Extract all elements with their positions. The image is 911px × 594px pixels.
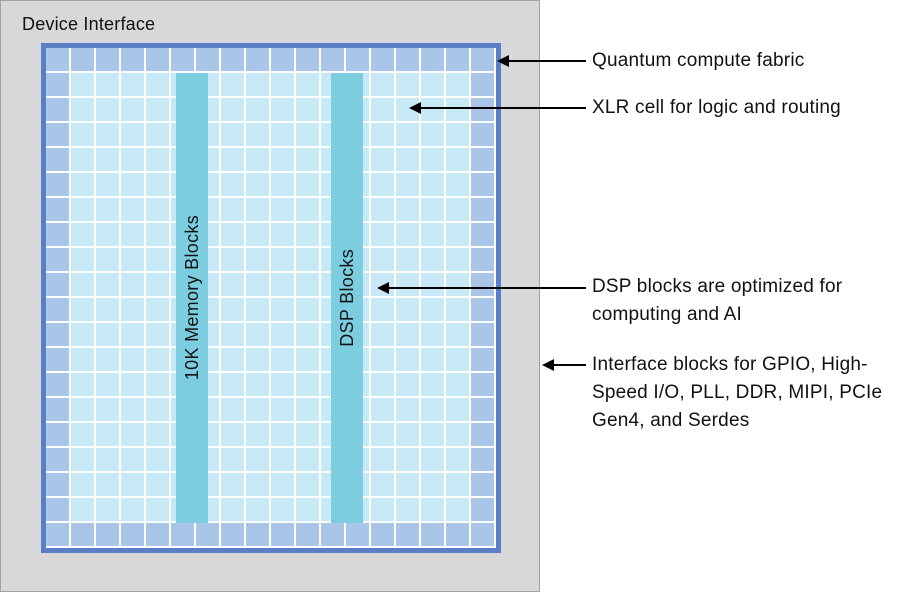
memory-blocks-column: 10K Memory Blocks — [176, 73, 208, 523]
xlr-cell-arrow — [409, 102, 586, 114]
dsp-blocks-label: DSP Blocks — [336, 249, 357, 347]
memory-blocks-label: 10K Memory Blocks — [181, 215, 202, 381]
annotation-interface-blocks: Interface blocks for GPIO, High-Speed I/… — [592, 354, 883, 431]
annotation-quantum-fabric: Quantum compute fabric — [592, 50, 805, 71]
device-interface-panel: Device Interface 10K Memory Blocks DSP B… — [0, 0, 540, 592]
device-interface-title: Device Interface — [22, 14, 156, 34]
annotation-dsp-blocks: DSP blocks are optimized for computing a… — [592, 276, 843, 325]
fabric-frame: 10K Memory Blocks DSP Blocks — [41, 43, 501, 553]
annotation-xlr-cell: XLR cell for logic and routing — [592, 97, 841, 118]
grid-lines — [46, 48, 496, 548]
arrow-left-icon — [409, 102, 421, 114]
arrow-left-icon — [377, 282, 389, 294]
arrow-left-icon — [542, 359, 554, 371]
interface-blocks-arrow — [542, 359, 586, 371]
dsp-blocks-column: DSP Blocks — [331, 73, 363, 523]
dsp-blocks-arrow — [377, 282, 586, 294]
arrow-left-icon — [497, 55, 509, 67]
quantum-fabric-arrow — [497, 55, 586, 67]
fabric-grid: 10K Memory Blocks DSP Blocks — [46, 48, 496, 548]
